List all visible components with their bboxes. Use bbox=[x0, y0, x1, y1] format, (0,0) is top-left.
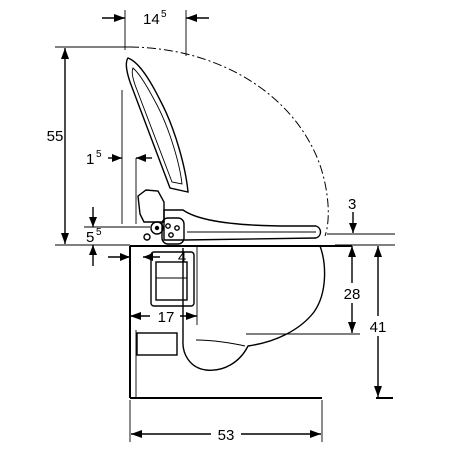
dimension-label-button-offset: 4 bbox=[178, 249, 186, 266]
dimension-sup-rim-offset: 5 bbox=[96, 227, 102, 238]
dimension-label-bolt-spacing: 17 bbox=[158, 309, 175, 326]
dimension-lid-height: 55 bbox=[47, 48, 69, 244]
dimension-sup-seat-offset: 5 bbox=[161, 9, 167, 20]
dimension-button-offset: 4 bbox=[108, 249, 186, 266]
dimension-fixing-height: 28 bbox=[338, 246, 366, 333]
dimension-sup-hinge-gap: 5 bbox=[96, 149, 102, 160]
dimension-seat-offset: 14 5 bbox=[102, 9, 209, 28]
dimension-label-lid-height: 55 bbox=[47, 128, 64, 145]
seat bbox=[163, 209, 322, 241]
dimension-projection: 53 bbox=[131, 425, 321, 444]
bowl bbox=[130, 245, 352, 371]
dimension-label-rim-offset: 5 bbox=[86, 229, 94, 246]
dimension-label-projection: 53 bbox=[218, 427, 235, 444]
dimension-label-seat-offset: 14 bbox=[143, 11, 160, 28]
dimension-label-total-height: 41 bbox=[370, 319, 387, 336]
open-lid bbox=[125, 57, 189, 193]
dimension-hinge-gap: 1 5 bbox=[86, 149, 152, 168]
hinge-housing bbox=[137, 189, 185, 245]
wall-and-floor bbox=[129, 246, 393, 399]
dimension-rim-offset: 5 5 bbox=[86, 207, 102, 266]
extension-lines bbox=[55, 10, 395, 442]
dimension-label-hinge-gap: 1 bbox=[86, 151, 94, 168]
fixing-plate bbox=[150, 251, 195, 307]
lid-swing-arc bbox=[129, 46, 329, 237]
dimension-total-height: 41 bbox=[364, 246, 392, 397]
dimension-bolt-spacing: 17 bbox=[130, 246, 198, 326]
dimension-seat-drop: 3 bbox=[348, 196, 357, 233]
dimension-label-seat-drop: 3 bbox=[348, 196, 356, 213]
dimension-label-fixing-height: 28 bbox=[344, 286, 361, 303]
